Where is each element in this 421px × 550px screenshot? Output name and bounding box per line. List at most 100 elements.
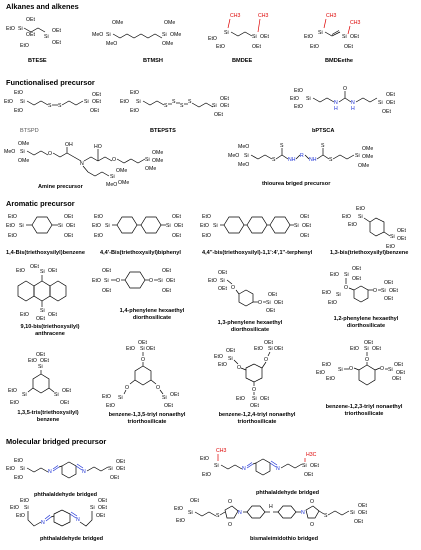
section-title-aromatic: Aromatic precursor: [6, 199, 75, 208]
label-biphenyl: 4,4'-Bis(triethoxysilyl)biphenyl: [100, 250, 181, 256]
svg-text:NH: NH: [309, 157, 317, 163]
svg-text:Si: Si: [90, 505, 95, 511]
svg-text:Si: Si: [40, 269, 45, 275]
svg-text:OEt: OEt: [36, 352, 45, 358]
svg-text:S: S: [272, 157, 276, 163]
svg-text:OEt: OEt: [364, 340, 373, 346]
bptsca-structure: EtO EtO Si EtO N H O N H Si OEt OEt OEt: [290, 86, 395, 115]
benz14-structure: EtO EtO Si EtO Si OEt OEt OEt: [6, 214, 75, 239]
svg-text:EtO: EtO: [14, 458, 23, 464]
svg-text:EtO: EtO: [202, 233, 211, 239]
svg-text:H: H: [351, 106, 355, 112]
svg-text:OEt: OEt: [264, 340, 273, 346]
svg-text:O: O: [264, 357, 268, 363]
svg-text:OMe: OMe: [362, 146, 373, 152]
svg-text:Si: Si: [118, 395, 123, 401]
svg-text:NH: NH: [288, 157, 296, 163]
svg-text:R: R: [300, 153, 304, 159]
svg-text:Si: Si: [244, 153, 249, 159]
svg-text:OEt: OEt: [174, 223, 183, 229]
svg-text:OEt: OEt: [64, 233, 73, 239]
svg-text:OEt: OEt: [384, 296, 393, 302]
svg-text:OEt: OEt: [358, 503, 367, 509]
svg-text:O: O: [380, 366, 384, 372]
svg-text:N: N: [82, 469, 86, 475]
svg-text:OEt: OEt: [354, 519, 363, 525]
svg-text:OEt: OEt: [98, 498, 107, 504]
bismal-structure: OEt EtO Si EtO S O O N H N O O S Si OEt …: [174, 498, 367, 528]
svg-text:OEt: OEt: [52, 40, 61, 46]
svg-text:OEt: OEt: [302, 223, 311, 229]
svg-text:Si: Si: [110, 174, 115, 180]
phen13-structure: OEt EtO Si OEt O O Si OEt OEt OEt: [208, 270, 283, 314]
svg-text:OEt: OEt: [116, 459, 125, 465]
svg-text:MeO: MeO: [238, 162, 249, 168]
triyl124-structure: OEt EtO Si OEt O OEt EtO Si EtO O O Si E…: [214, 340, 283, 409]
label-anthracene-line2: anthracene: [35, 330, 65, 337]
svg-text:O: O: [343, 86, 347, 92]
svg-text:EtO: EtO: [10, 400, 19, 406]
svg-text:MeO: MeO: [238, 144, 249, 150]
svg-text:Si: Si: [306, 96, 311, 102]
svg-text:OEt: OEt: [382, 109, 391, 115]
svg-text:O: O: [112, 157, 116, 163]
svg-text:Si: Si: [342, 34, 347, 40]
label-triyl124-line2: triorthosilicate: [237, 418, 277, 425]
label-tris135: 1,3,5-tris(triethoxysilyl) benzene: [8, 410, 88, 423]
bmdeethe-structure: CH3 CH3 EtO Si EtO Si OEt OEt: [304, 13, 360, 50]
label-triyl124: benzene-1,2,4-triyl nonaethyl triorthosi…: [212, 412, 302, 425]
svg-text:OMe: OMe: [118, 180, 129, 186]
label-phen13: 1,3-phenylene hexaethyl diorthosilicate: [210, 320, 290, 333]
btepsts-structure: EtO EtO Si EtO S S S S Si OEt OEt OEt: [120, 90, 229, 118]
svg-text:OEt: OEt: [372, 346, 381, 352]
svg-text:OEt: OEt: [92, 92, 101, 98]
svg-text:OEt: OEt: [172, 214, 181, 220]
svg-text:S: S: [188, 99, 192, 105]
svg-text:OEt: OEt: [26, 17, 35, 23]
svg-text:S: S: [58, 103, 62, 109]
svg-text:OEt: OEt: [26, 32, 35, 38]
svg-text:EtO: EtO: [120, 99, 129, 105]
svg-text:S: S: [48, 103, 52, 109]
svg-text:Si: Si: [24, 505, 29, 511]
svg-text:O: O: [310, 499, 314, 505]
svg-text:Si: Si: [105, 223, 110, 229]
svg-text:EtO: EtO: [130, 108, 139, 114]
svg-text:Si: Si: [136, 99, 141, 105]
svg-text:OEt: OEt: [384, 280, 393, 286]
svg-text:EtO: EtO: [130, 90, 139, 96]
svg-text:OEt: OEt: [48, 268, 57, 274]
svg-text:N: N: [334, 100, 338, 106]
svg-text:Si: Si: [22, 392, 27, 398]
svg-text:OEt: OEt: [392, 376, 401, 382]
svg-text:EtO: EtO: [6, 466, 15, 472]
svg-text:N: N: [80, 161, 84, 167]
label-triyl123-line1: benzene-1,2,3-triyl nonaethyl: [325, 404, 403, 410]
svg-text:EtO: EtO: [328, 300, 337, 306]
thiourea-structure: MeO MeO Si MeO S S NH R NH S S Si OMe OM…: [228, 143, 373, 169]
svg-text:EtO: EtO: [356, 206, 365, 212]
svg-text:OEt: OEt: [102, 268, 111, 274]
svg-text:EtO: EtO: [94, 214, 103, 220]
label-triyl135-line2: triorthosilicate: [127, 418, 167, 425]
svg-text:OEt: OEt: [304, 472, 313, 478]
svg-text:Si: Si: [378, 100, 383, 106]
svg-text:OEt: OEt: [146, 346, 155, 352]
label-btmsh: BTMSH: [143, 58, 163, 64]
svg-text:Si: Si: [58, 223, 63, 229]
svg-text:EtO: EtO: [290, 96, 299, 102]
svg-text:EtO: EtO: [254, 346, 263, 352]
label-phen14-line2: diorthosilicate: [132, 314, 172, 321]
svg-text:OEt: OEt: [138, 340, 147, 346]
svg-text:OMe: OMe: [162, 41, 173, 47]
svg-text:Si: Si: [358, 214, 363, 220]
svg-text:Si: Si: [20, 99, 25, 105]
svg-text:O: O: [125, 385, 129, 391]
svg-text:Si: Si: [40, 308, 45, 314]
svg-text:OEt: OEt: [274, 300, 283, 306]
svg-text:OEt: OEt: [90, 108, 99, 114]
svg-text:O: O: [310, 522, 314, 528]
svg-text:OMe: OMe: [18, 158, 29, 164]
label-bismal: bismaleimidothio bridged: [250, 536, 319, 542]
svg-text:Si: Si: [38, 364, 43, 370]
